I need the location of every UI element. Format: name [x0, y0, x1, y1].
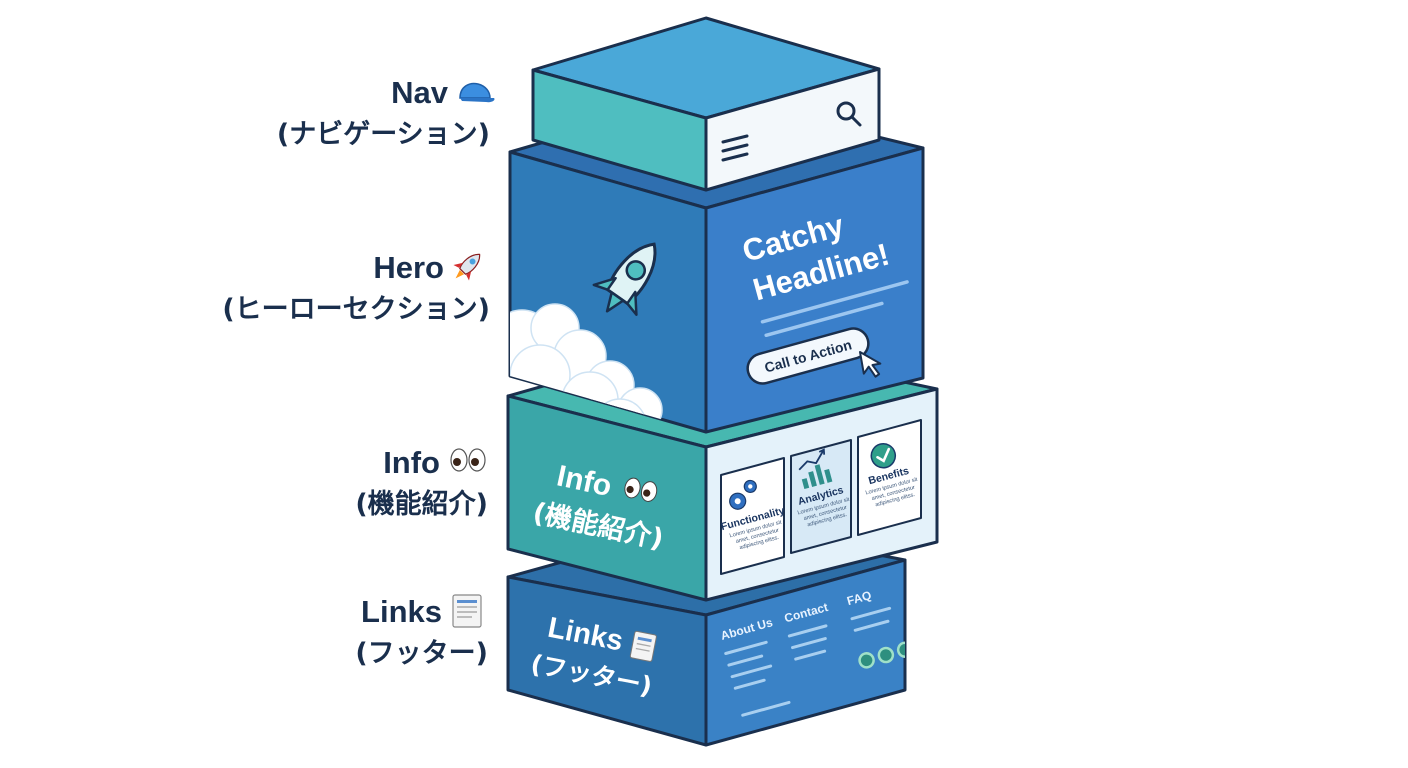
label-info: Info (機能紹介)	[355, 445, 488, 520]
eyes-emoji-icon	[450, 448, 486, 472]
cursor-icon	[859, 351, 882, 378]
nav-block	[531, 16, 881, 192]
feature-card-benefits[interactable]: Benefits Lorem ipsum dolor sit amet, con…	[854, 419, 922, 536]
label-info-subtitle: (機能紹介)	[355, 488, 488, 520]
rocket-icon	[592, 242, 657, 316]
eyes-icon	[624, 477, 658, 502]
rocket-emoji-icon	[453, 253, 481, 281]
label-links: Links (フッター)	[355, 594, 488, 669]
label-hero-subtitle: (ヒーローセクション)	[222, 294, 490, 325]
label-info-title: Info	[383, 445, 440, 480]
label-links-subtitle: (フッター)	[355, 638, 488, 669]
footer-col-faq[interactable]: FAQ	[845, 588, 873, 608]
label-nav: Nav (ナビゲーション)	[277, 75, 495, 150]
gears-icon	[729, 479, 757, 510]
label-hero-title: Hero	[373, 250, 444, 285]
hero-block: Catchy Headline! Call to Action	[508, 93, 925, 434]
social-icons[interactable]	[858, 641, 914, 669]
links-right-face	[704, 558, 907, 747]
hamburger-menu-icon[interactable]	[721, 134, 749, 162]
feature-card-analytics[interactable]: Analytics Lorem ipsum dolor sit amet, co…	[784, 439, 855, 554]
bar-chart-icon	[798, 448, 833, 490]
check-circle-icon	[870, 442, 897, 469]
search-icon[interactable]	[836, 101, 862, 127]
feature-card-functionality[interactable]: Functionality Lorem ipsum dolor sit amet…	[711, 457, 791, 575]
label-nav-title: Nav	[391, 75, 449, 110]
nav-right-face	[704, 67, 881, 192]
label-hero: Hero (ヒーローセクション)	[222, 250, 490, 325]
label-links-title: Links	[361, 594, 442, 629]
cap-icon	[459, 82, 495, 103]
label-nav-subtitle: (ナビゲーション)	[277, 119, 490, 150]
document-emoji-icon	[452, 594, 482, 628]
document-icon	[629, 630, 657, 662]
